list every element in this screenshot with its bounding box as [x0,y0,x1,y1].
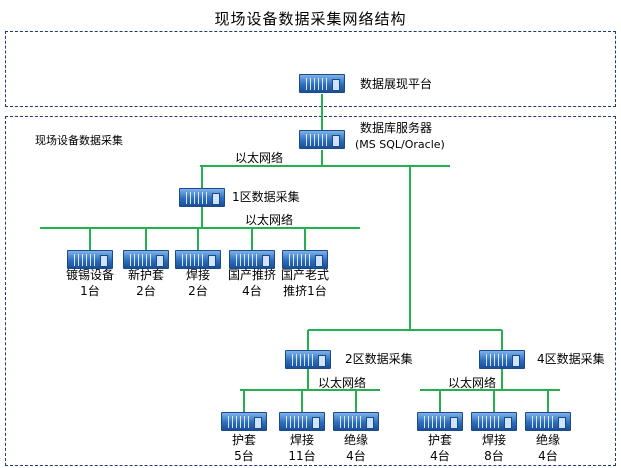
zone1-device-count: 2台 [188,284,208,298]
zone4-device-icon [525,412,571,431]
zone1-label: 1区数据采集 [232,190,300,204]
db-server-icon [299,130,345,149]
db-server-label: 数据库服务器 [360,121,433,135]
zone1-device-count: 2台 [136,284,156,298]
zone4-device-name: 焊接 [481,433,506,447]
zone2-label: 2区数据采集 [345,352,413,366]
ethernet-label-zone1: 以太网络 [245,213,294,227]
site-region [5,116,616,466]
zone1-device-name: 国产推挤 [227,268,276,282]
zone4-server-icon [479,350,525,369]
zone1-device-name: 焊接 [185,268,210,282]
zone2-device-count: 4台 [346,449,366,463]
zone2-device-icon [221,412,267,431]
platform-region [5,31,616,107]
zone1-server-icon [179,188,225,207]
zone1-device-icon [282,250,328,269]
db-server-sublabel: (MS SQL/Oracle) [355,138,445,151]
ethernet-label-zone4: 以太网络 [448,376,497,390]
zone2-device-icon [333,412,379,431]
zone1-device-name: 国产老式 [280,268,329,282]
platform-label: 数据展现平台 [360,77,433,91]
zone1-device-count: 1台 [80,284,100,298]
zone2-device-count: 11台 [288,449,316,463]
zone2-server-icon [285,350,331,369]
zone4-device-name: 护套 [427,433,452,447]
zone4-device-count: 4台 [430,449,450,463]
diagram-title: 现场设备数据采集网络结构 [214,10,407,28]
site-area-label: 现场设备数据采集 [35,134,123,147]
zone1-device-icon [175,250,221,269]
zone1-device-count: 推挤1台 [283,284,327,298]
zone2-device-icon [279,412,325,431]
ethernet-label-main: 以太网络 [235,151,284,165]
zone4-label: 4区数据采集 [537,352,605,366]
zone1-device-icon [67,250,113,269]
zone2-device-name: 焊接 [289,433,314,447]
zone4-device-icon [417,412,463,431]
zone4-device-count: 4台 [538,449,558,463]
zone4-device-icon [471,412,517,431]
zone2-device-name: 护套 [231,433,256,447]
zone2-device-count: 5台 [234,449,254,463]
zone1-device-name: 镀锡设备 [65,268,114,282]
zone4-device-count: 8台 [484,449,504,463]
zone1-device-icon [229,250,275,269]
zone1-device-count: 4台 [242,284,262,298]
platform-server-icon [299,74,345,93]
ethernet-label-zone2: 以太网络 [318,376,367,390]
zone1-device-name: 新护套 [127,268,164,282]
zone2-device-name: 绝缘 [343,433,368,447]
zone4-device-name: 绝缘 [535,433,560,447]
zone1-device-icon [123,250,169,269]
